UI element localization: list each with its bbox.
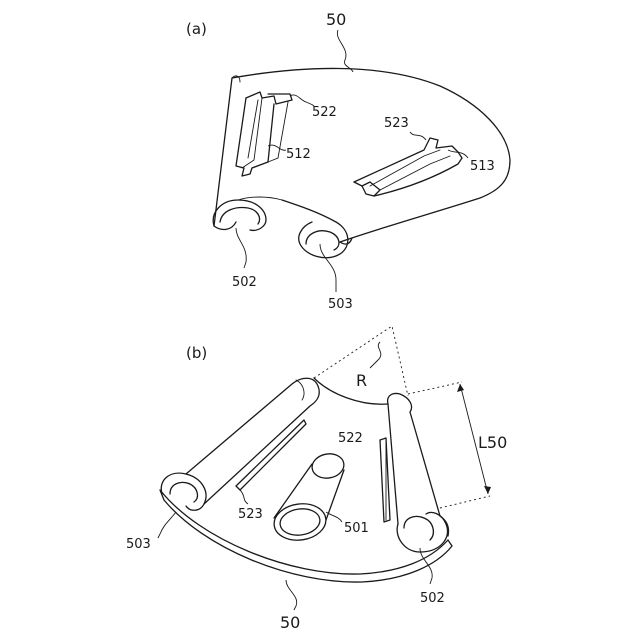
slot-512-a: [236, 92, 292, 176]
tube-503-a: [282, 200, 352, 258]
slot-522-b: [380, 438, 390, 522]
label-501-b: 501: [344, 521, 369, 536]
part-leader-a: [337, 30, 353, 72]
leader-523-b: [240, 490, 248, 504]
panel-b-caption: (b): [186, 344, 207, 362]
label-523-b: 523: [238, 507, 263, 522]
label-503-b: 503: [126, 537, 151, 552]
leader-512-a: [268, 145, 286, 150]
leader-523-a: [410, 132, 426, 140]
label-513-a: 513: [470, 159, 495, 174]
label-522-a: 522: [312, 105, 337, 120]
panel-a-part-label: 50: [326, 10, 346, 29]
panel-b: (b) R L50 523: [126, 326, 507, 632]
label-50-b: 50: [280, 613, 300, 632]
label-r: R: [356, 371, 367, 390]
base-sheet-b: [160, 378, 452, 582]
tube-501-b: [272, 451, 346, 543]
leader-r: [370, 342, 381, 368]
leader-50-b: [286, 580, 297, 610]
label-502-b: 502: [420, 591, 445, 606]
label-502-a: 502: [232, 275, 257, 290]
dim-arrow-bottom: [484, 486, 491, 494]
label-523-a: 523: [384, 116, 409, 131]
label-522-b: 522: [338, 431, 363, 446]
slot-513-a: [354, 138, 462, 196]
tube-502-b: [388, 393, 449, 552]
label-503-a: 503: [328, 297, 353, 312]
dim-ext-top: [408, 382, 462, 394]
leader-502-a: [236, 228, 246, 268]
panel-a: (a) 50: [186, 10, 510, 312]
dim-ext-bottom: [440, 496, 490, 508]
panel-a-caption: (a): [186, 20, 207, 38]
leader-503-a: [320, 244, 336, 292]
dim-arrow-top: [457, 384, 464, 392]
leader-501-b: [326, 512, 342, 522]
label-512-a: 512: [286, 147, 311, 162]
label-l50: L50: [478, 433, 507, 452]
leader-503-b: [158, 512, 176, 538]
leader-522-a: [290, 95, 314, 106]
slot-523-b: [236, 420, 306, 490]
tube-502-a: [213, 197, 282, 230]
